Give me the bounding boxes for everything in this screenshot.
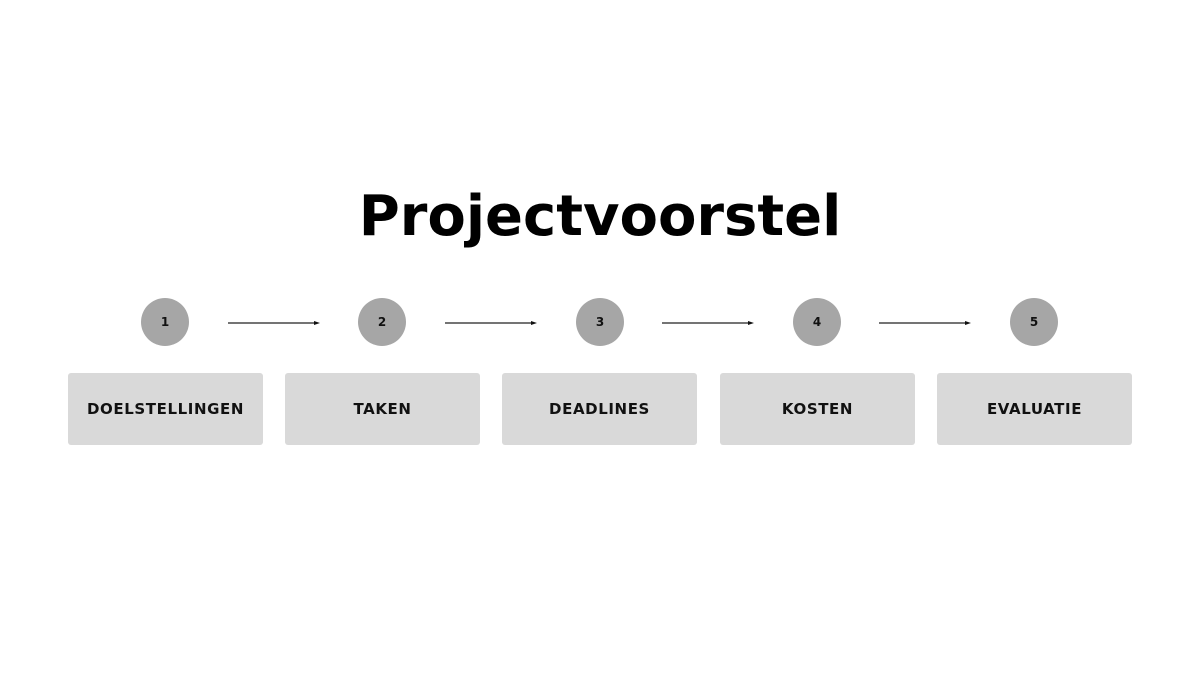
step-box-deadlines: DEADLINES: [502, 373, 697, 445]
step-box-doelstellingen: DOELSTELLINGEN: [68, 373, 263, 445]
step-number-badge: 4: [793, 298, 841, 346]
arrow-right-icon: [445, 321, 537, 325]
arrow-right-icon: [228, 321, 320, 325]
diagram-title: Projectvoorstel: [358, 184, 842, 249]
arrow-right-icon: [662, 321, 754, 325]
step-box-evaluatie: EVALUATIE: [937, 373, 1132, 445]
step-box-taken: TAKEN: [285, 373, 480, 445]
step-number-badge: 2: [358, 298, 406, 346]
step-number-badge: 5: [1010, 298, 1058, 346]
arrow-right-icon: [879, 321, 971, 325]
step-number-badge: 3: [576, 298, 624, 346]
step-box-kosten: KOSTEN: [720, 373, 915, 445]
step-number-badge: 1: [141, 298, 189, 346]
